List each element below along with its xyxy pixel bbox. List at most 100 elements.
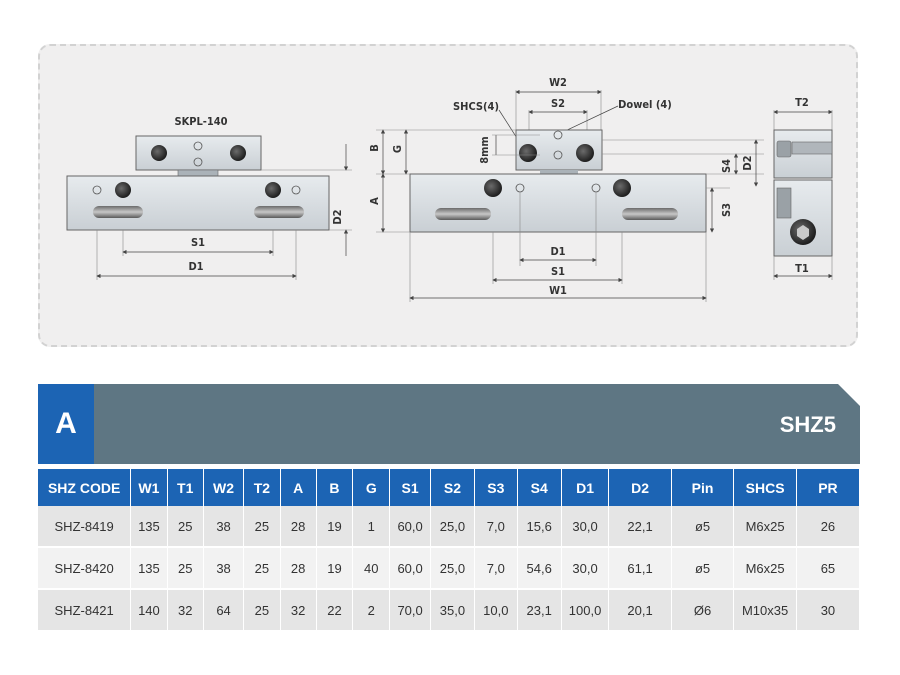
table-row: SHZ-8421 140 32 64 25 32 22 2 70,0 35,0 …	[38, 588, 859, 630]
table-cell: 32	[280, 588, 317, 630]
table-cell: 25,0	[430, 506, 476, 547]
table-cell: 26	[796, 506, 859, 547]
table-cell: 19	[316, 506, 354, 547]
col-header: SHZ CODE	[38, 469, 132, 506]
table-cell: 60,0	[389, 506, 431, 547]
technical-drawing-panel: SKPL-140 S1 D1 D2	[38, 44, 858, 347]
table-cell: 54,6	[517, 546, 562, 589]
col-header: PR	[796, 469, 859, 506]
table-cell: 32	[167, 588, 204, 630]
series-label: SHZ5	[779, 412, 836, 437]
table-cell: SHZ-8421	[38, 588, 132, 630]
table-cell: 25	[167, 546, 204, 589]
bolt-icon	[576, 144, 594, 162]
col-header: Pin	[671, 469, 735, 506]
dim-w2-label: W2	[549, 76, 567, 89]
dim-b-label: B	[368, 144, 381, 152]
table-cell: 1	[352, 506, 391, 547]
table-cell: SHZ-8419	[38, 506, 132, 547]
dim-a-label: A	[368, 197, 381, 205]
table-cell: 40	[352, 546, 391, 589]
table-cell: M6x25	[733, 506, 797, 547]
dim-d1-label: D1	[550, 245, 565, 258]
front-view-center: W2 S2 SHCS(4) Dowel (4) 8mm	[368, 76, 764, 302]
col-header: SHCS	[733, 469, 797, 506]
table-cell: 7,0	[474, 546, 518, 589]
bolt-icon	[151, 145, 167, 161]
col-header: S1	[389, 469, 431, 506]
table-cell: 2	[352, 588, 391, 630]
hole-spacing-label: 8mm	[478, 136, 491, 164]
table-cell: 28	[280, 506, 317, 547]
col-header: D1	[561, 469, 610, 506]
col-header: A	[280, 469, 317, 506]
dim-s3-label: S3	[720, 203, 733, 217]
shcs-label: SHCS(4)	[453, 100, 499, 113]
dim-t2-label: T2	[795, 96, 809, 109]
bolt-icon	[265, 182, 281, 198]
model-label: SKPL-140	[174, 115, 227, 128]
table-cell: ø5	[671, 546, 735, 589]
table-cell: 140	[130, 588, 168, 630]
table-cell: 135	[130, 546, 168, 589]
bolt-icon	[484, 179, 502, 197]
table-cell: 25	[243, 506, 281, 547]
table-cell: 15,6	[517, 506, 562, 547]
dim-d1-label: D1	[188, 260, 203, 273]
table-cell: 65	[796, 546, 859, 589]
table-cell: 38	[203, 506, 245, 547]
table-cell: 25	[243, 546, 281, 589]
dowel-label: Dowel (4)	[618, 98, 672, 111]
table-row: SHZ-8419 135 25 38 25 28 19 1 60,0 25,0 …	[38, 506, 859, 547]
table-cell: 25,0	[430, 546, 476, 589]
dim-s1-label: S1	[191, 236, 205, 249]
col-header: S2	[430, 469, 476, 506]
table-cell: M10x35	[733, 588, 797, 630]
dim-w1-label: W1	[549, 284, 567, 297]
col-header: T2	[243, 469, 281, 506]
dim-s1-label: S1	[551, 265, 565, 278]
table-row: SHZ-8420 135 25 38 25 28 19 40 60,0 25,0…	[38, 546, 859, 589]
col-header: S4	[517, 469, 562, 506]
spec-table: SHZ CODE W1 T1 W2 T2 A B G S1 S2 S3 S4 D…	[38, 469, 859, 630]
table-cell: 19	[316, 546, 354, 589]
dim-d2-label: D2	[331, 209, 344, 224]
col-header: S3	[474, 469, 518, 506]
table-cell: 28	[280, 546, 317, 589]
col-header: D2	[608, 469, 672, 506]
col-header: T1	[167, 469, 204, 506]
table-cell: 10,0	[474, 588, 518, 630]
table-cell: Ø6	[671, 588, 735, 630]
table-cell: 100,0	[561, 588, 610, 630]
table-cell: 30,0	[561, 506, 610, 547]
table-cell: 22	[316, 588, 354, 630]
table-cell: 22,1	[608, 506, 672, 547]
front-view-left: SKPL-140 S1 D1 D2	[66, 115, 352, 280]
table-cell: 30	[796, 588, 859, 630]
section-letter: A	[55, 407, 77, 440]
table-cell: 7,0	[474, 506, 518, 547]
bolt-icon	[115, 182, 131, 198]
bolt-icon	[230, 145, 246, 161]
table-cell: 38	[203, 546, 245, 589]
table-cell: 61,1	[608, 546, 672, 589]
table-cell: 25	[167, 506, 204, 547]
table-cell: 25	[243, 588, 281, 630]
table-header-row: SHZ CODE W1 T1 W2 T2 A B G S1 S2 S3 S4 D…	[38, 469, 859, 506]
dim-g-label: G	[391, 145, 404, 153]
col-header: W1	[130, 469, 168, 506]
dim-t1-label: T1	[795, 262, 809, 275]
dim-s2-label: S2	[551, 97, 565, 110]
table-cell: 23,1	[517, 588, 562, 630]
section-header-band	[38, 384, 860, 464]
table-cell: M6x25	[733, 546, 797, 589]
dim-d2-label: D2	[741, 155, 754, 170]
table-cell: 60,0	[389, 546, 431, 589]
technical-drawing: SKPL-140 S1 D1 D2	[66, 76, 833, 302]
bolt-icon	[613, 179, 631, 197]
col-header: G	[352, 469, 391, 506]
col-header: W2	[203, 469, 245, 506]
bolt-icon	[519, 144, 537, 162]
table-cell: 70,0	[389, 588, 431, 630]
col-header: B	[316, 469, 354, 506]
